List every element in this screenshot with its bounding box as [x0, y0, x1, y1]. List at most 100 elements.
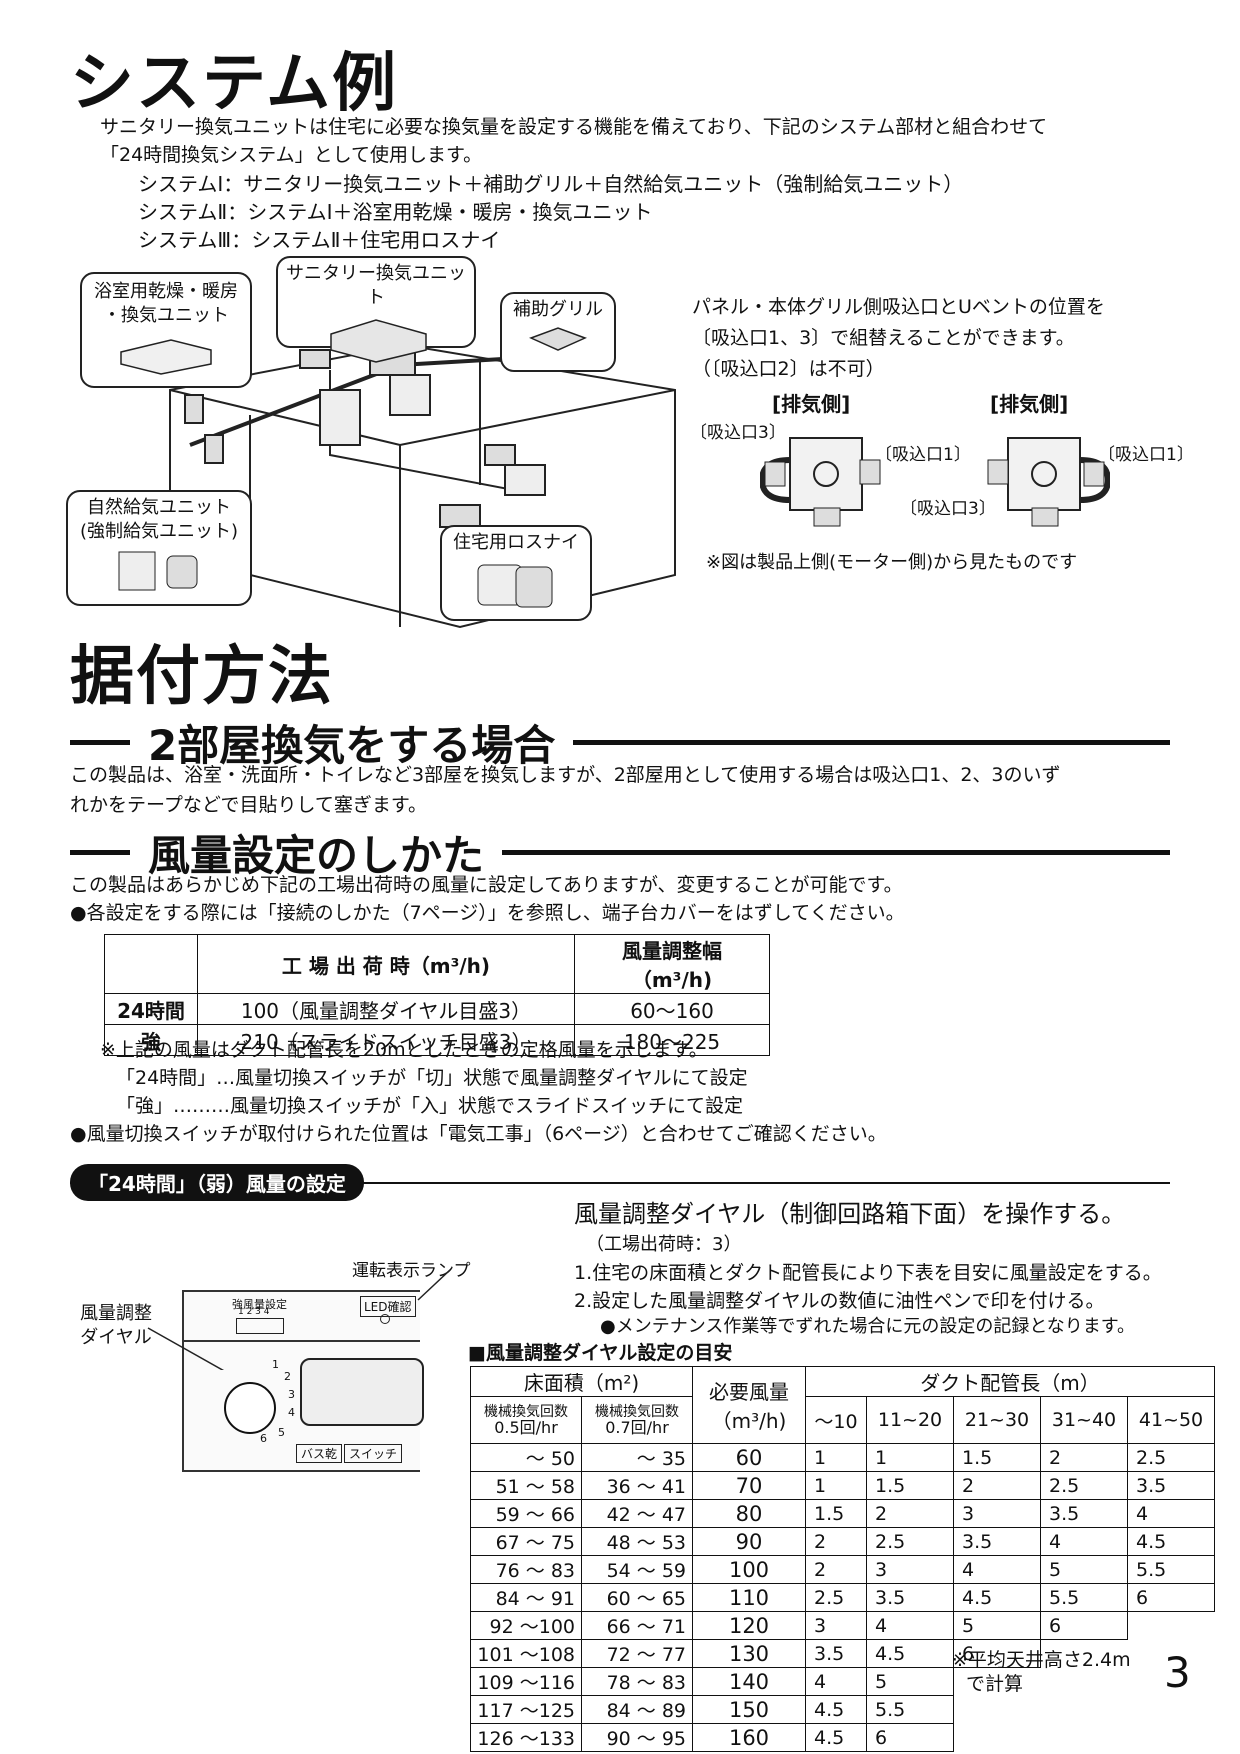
- floor-area-07-cell: 54 ～ 59: [581, 1555, 693, 1584]
- airflow-heading: 風量設定のしかた: [148, 831, 485, 880]
- dial-label: 風量調整 ダイヤル: [80, 1302, 152, 1350]
- sanitary-unit-callout: サニタリー換気ユニット: [276, 256, 476, 363]
- lamp-label: 運転表示ランプ: [352, 1261, 471, 1281]
- dial-value-cell: 3.5: [866, 1583, 954, 1612]
- empty-cell: [1128, 1696, 1215, 1724]
- dial-value-cell: 5: [866, 1667, 954, 1696]
- inlet1-label-left: 〔吸込口1〕: [875, 445, 971, 465]
- floor-area-05-cell: 101 ～108: [470, 1639, 582, 1668]
- floor-area-07-cell: 78 ～ 83: [581, 1667, 693, 1696]
- empty-cell: [954, 1696, 1041, 1724]
- airflow-dial[interactable]: [224, 1382, 276, 1434]
- factory-cell: 60～160: [574, 993, 770, 1025]
- panel-leader-lines: [147, 1269, 451, 1370]
- sanitary-unit-label: サニタリー換気ユニット: [286, 263, 466, 308]
- dial-value-cell: 4.5: [805, 1723, 867, 1752]
- natural-supply-icon: [118, 551, 198, 591]
- factory-row-label: 24時間: [104, 993, 198, 1025]
- view-note: ※図は製品上側(モーター側)から見たものです: [706, 552, 1078, 573]
- required-airflow-cell: 140: [692, 1667, 806, 1696]
- duct-col-header: 11~20: [866, 1396, 954, 1444]
- dial-number-3: 3: [288, 1388, 295, 1401]
- floor-area-05-cell: 84 ～ 91: [470, 1583, 582, 1612]
- factory-table-header-1: 工 場 出 荷 時（m³/h): [197, 934, 575, 994]
- dial-value-cell: 1: [866, 1443, 954, 1472]
- required-airflow-cell: 110: [692, 1583, 806, 1612]
- table-footnote: ※平均天井高さ2.4m で計算: [952, 1648, 1131, 1696]
- dial-value-cell: 1.5: [866, 1471, 954, 1500]
- panel-note-line-1: パネル・本体グリル側吸込口とUベントの位置を: [692, 296, 1105, 318]
- floor-area-07-cell: ～ 35: [581, 1443, 693, 1472]
- ach-05-value: 0.5回/hr: [494, 1418, 558, 1437]
- panel-note: パネル・本体グリル側吸込口とUベントの位置を 〔吸込口1、3〕で組替えることがで…: [692, 292, 1105, 385]
- dial-value-cell: 2: [953, 1471, 1041, 1500]
- terminal-block: [300, 1358, 424, 1426]
- floor-area-07-cell: 36 ～ 41: [581, 1471, 693, 1500]
- floor-area-05-cell: 51 ～ 58: [470, 1471, 582, 1500]
- control-panel: 強風量設定 1 2 3 4 LED確認 1 2 3 4 5 6 バス乾 スイッチ: [182, 1290, 424, 1472]
- dial-value-cell: 5: [953, 1611, 1041, 1640]
- dial-value-cell: 5.5: [1127, 1555, 1215, 1584]
- floor-area-07-cell: 60 ～ 65: [581, 1583, 693, 1612]
- factory-table-header-2: 風量調整幅（m³/h): [574, 934, 770, 994]
- step-2: 2.設定した風量調整ダイヤルの数値に油性ペンで印を付ける。: [574, 1290, 1105, 1312]
- duct-col-header: 21~30: [953, 1396, 1041, 1444]
- bath-unit-label-2: ・換気ユニット: [103, 305, 229, 326]
- required-airflow-cell: 70: [692, 1471, 806, 1500]
- dial-value-cell: 3.5: [1040, 1499, 1128, 1528]
- dial-table-title: ■風量調整ダイヤル設定の目安: [468, 1342, 733, 1364]
- floor-area-05-cell: 92 ～100: [470, 1611, 582, 1640]
- required-airflow-cell: 60: [692, 1443, 806, 1472]
- dial-value-cell: 4: [866, 1611, 954, 1640]
- empty-cell: [954, 1724, 1041, 1752]
- dial-label-line-1: 風量調整: [80, 1303, 152, 1324]
- installation-title: 据付方法: [70, 640, 334, 714]
- dial-value-cell: 3: [866, 1555, 954, 1584]
- duct-col-header: ～10: [805, 1396, 867, 1444]
- required-airflow-cell: 150: [692, 1695, 806, 1724]
- aux-grill-label: 補助グリル: [513, 299, 603, 320]
- section-rule: [70, 1182, 1170, 1184]
- dial-value-cell: 1: [805, 1443, 867, 1472]
- dial-value-cell: 1.5: [953, 1443, 1041, 1472]
- dial-value-cell: 4.5: [805, 1695, 867, 1724]
- duct-col-header: 41~50: [1127, 1396, 1215, 1444]
- panel-note-line-2: 〔吸込口1、3〕で組替えることができます。: [692, 327, 1075, 349]
- dial-value-cell: 3.5: [953, 1527, 1041, 1556]
- dial-number-2: 2: [284, 1370, 291, 1383]
- floor-area-05-cell: 76 ～ 83: [470, 1555, 582, 1584]
- floor-area-07-cell: 84 ～ 89: [581, 1695, 693, 1724]
- floor-area-05-cell: 67 ～ 75: [470, 1527, 582, 1556]
- factory-row-label: 強: [104, 1024, 198, 1056]
- dial-value-cell: 2.5: [805, 1583, 867, 1612]
- empty-cell: [1041, 1696, 1128, 1724]
- house-system-diagram: [169, 329, 676, 629]
- footnote-line-1: ※平均天井高さ2.4m: [952, 1649, 1131, 1671]
- system-3: システムⅢ：システムⅡ＋住宅用ロスナイ: [138, 228, 501, 252]
- heading-dash: [70, 850, 130, 855]
- dial-value-cell: 5: [1040, 1555, 1128, 1584]
- factory-cell: 210（スライドスイッチ目盛3）: [197, 1024, 575, 1056]
- bath-unit-icon: [120, 339, 212, 375]
- dial-value-cell: 6: [866, 1723, 954, 1752]
- dial-instruction: 風量調整ダイヤル（制御回路箱下面）を操作する。: [574, 1200, 1126, 1228]
- lossnay-icon: [477, 564, 553, 608]
- intro-line-1: サニタリー換気ユニットは住宅に必要な換気量を設定する機能を備えており、下記のシス…: [100, 116, 1048, 138]
- dial-value-cell: 5.5: [866, 1695, 954, 1724]
- airflow-section-header: 風量設定のしかた: [70, 822, 1170, 883]
- strong-slide-switch[interactable]: [236, 1318, 284, 1334]
- floor-area-header: 床面積（m²): [470, 1366, 693, 1397]
- two-room-heading: 2部屋換気をする場合: [148, 721, 556, 770]
- airflow-line-1: この製品はあらかじめ下記の工場出荷時の風量に設定してありますが、変更することが可…: [70, 874, 903, 896]
- required-airflow-cell: 80: [692, 1499, 806, 1528]
